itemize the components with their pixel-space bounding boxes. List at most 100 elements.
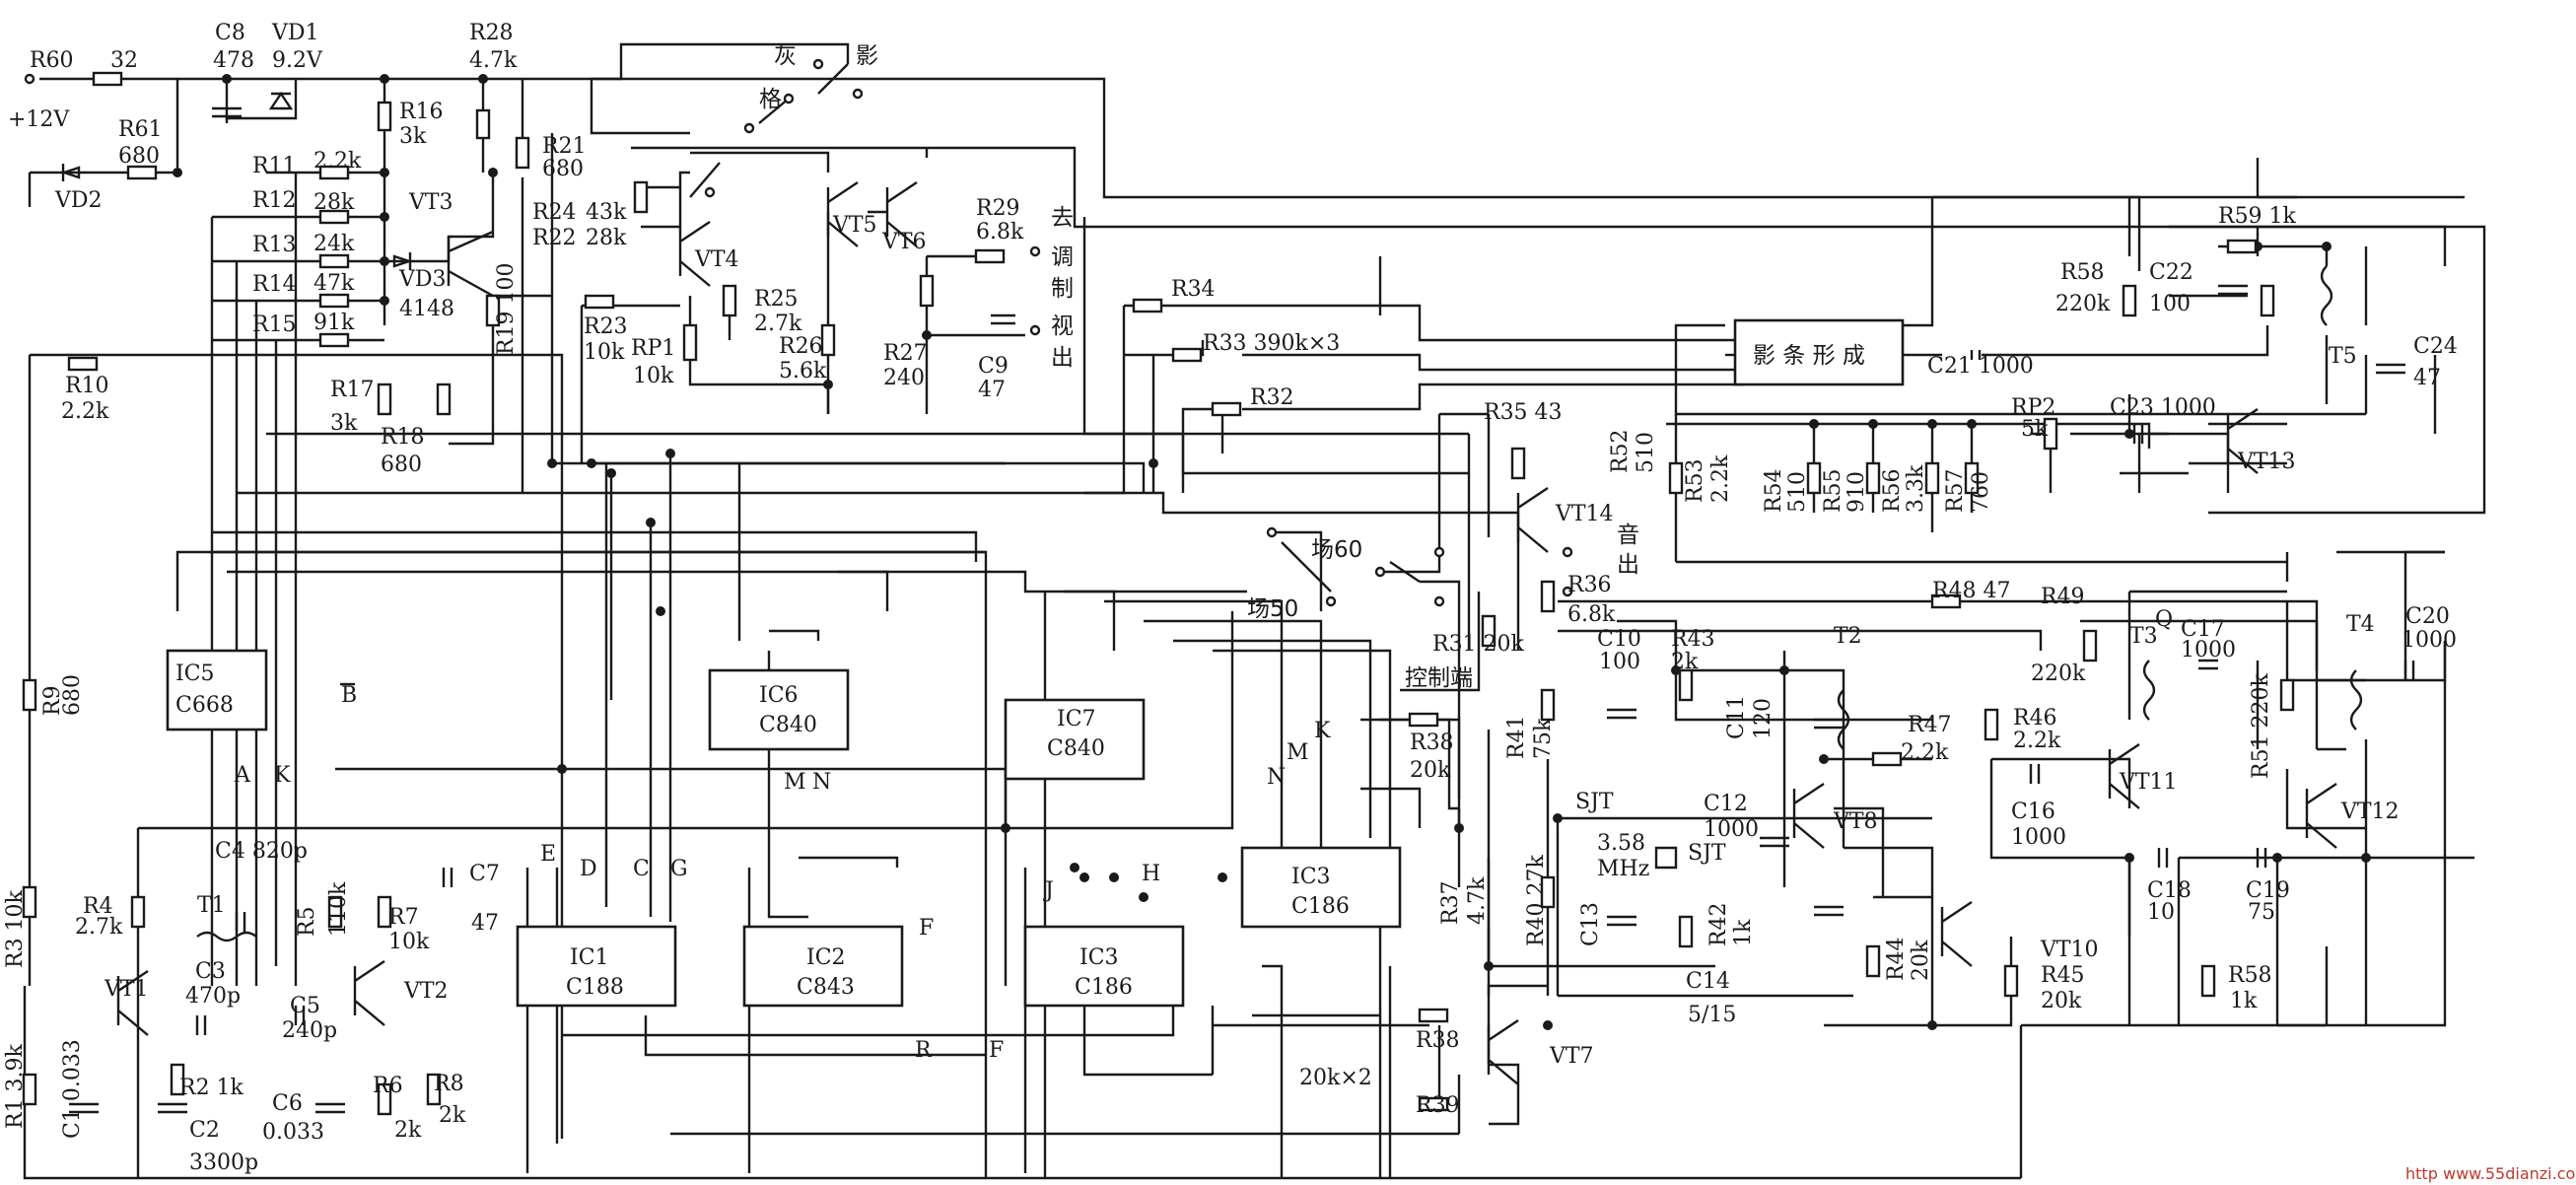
label-chang50: 场50 [1247,596,1298,622]
label-chang60: 场60 [1311,537,1362,563]
label-sjt2: SJT [1688,841,1726,866]
capacitor-c21 [1970,350,1982,360]
label-vd1: VD1 [271,21,319,45]
resistor-r21 [515,136,530,170]
label-c23: C23 1000 [2110,395,2216,420]
label-r49: R49 [2041,585,2085,609]
transformer-t2 [1837,689,1850,750]
label-r31: R31 20k [1432,632,1525,657]
label-rp1v: 10k [633,364,674,388]
label-c19v: 75 [2248,900,2275,925]
label-r43v: 2k [1671,650,1699,674]
label-ic6p: C840 [759,713,817,737]
label-r7v: 10k [388,930,430,954]
capacitor-c9 [991,314,1015,325]
label-vt4: VT4 [694,247,739,272]
zener-vd1 [268,91,294,110]
label-ic2p: C843 [797,975,855,1000]
label-vd3v: 4148 [399,297,454,321]
label-r29: R29 [976,196,1020,221]
label-r25: R25 [754,287,799,312]
ic6-block [708,668,850,751]
label-r22: R22 [532,226,577,250]
resistor-r33 [1171,347,1203,363]
label-c9v: 47 [978,378,1006,402]
label-r37: R37 [1438,880,1463,925]
label-ph: H [1142,862,1160,886]
resistor-r46 [1984,708,1999,741]
label-http: http [2405,1164,2438,1183]
label-c14v: 5/15 [1688,1003,1736,1027]
label-r42: R42 [1706,902,1731,946]
label-r24v: 43k [586,200,627,225]
resistor-r58b [2200,964,2216,998]
resistor-r13 [318,253,350,269]
label-r36: R36 [1567,573,1612,597]
label-r17v: 3k [330,411,358,436]
resistor-r11 [318,165,350,180]
label-ic5p: C668 [175,693,234,718]
label-c20v: 1000 [2402,628,2457,653]
resistor-r61 [126,165,158,180]
resistor-rp1 [682,323,698,362]
label-c1: C1 0.033 [60,1039,85,1139]
label-r38b: R38 [1410,731,1454,755]
label-c8: C8 [215,21,245,45]
capacitor-c7 [442,868,453,887]
label-r28: R28 [469,21,514,45]
resistor-r59b [2260,284,2275,317]
label-r41: R41 [1504,715,1529,759]
label-t5: T5 [2329,344,2357,369]
resistor-r17 [377,383,392,416]
label-pc: C [633,857,650,881]
label-vt3: VT3 [408,190,453,215]
label-sjt1: SJT [1575,790,1614,814]
transformer-t4 [2349,669,2363,731]
resistor-r7 [377,895,392,929]
resistor-r12 [318,209,350,225]
label-ying: 影 [856,43,878,69]
label-c19: C19 [2246,878,2290,903]
label-pk2: K [1314,719,1331,743]
capacitors [69,106,2415,1114]
label-vd1v: 9.2V [272,48,323,73]
label-ic1: IC1 [570,945,609,970]
label-r54: R54 [1762,468,1786,513]
resistor-r38b [1408,712,1439,728]
resistor-r44 [1865,944,1881,978]
resistor-r43 [1678,668,1694,702]
label-c3v: 470p [185,984,241,1009]
label-c13: C13 [1578,902,1603,946]
resistor-r41 [1540,688,1556,722]
label-ic2: IC2 [806,945,846,970]
label-c5: C5 [290,994,320,1018]
capacitor-c19 [2256,848,2267,868]
label-c7v: 47 [471,911,499,936]
transistor-vt10 [1940,901,1973,967]
label-r53v: 2.2k [1708,454,1733,503]
label-ic3a: IC3 [1079,945,1119,970]
label-x20k2: 20k×2 [1299,1066,1372,1090]
label-vt5: VT5 [832,213,877,238]
label-ic7p: C840 [1047,736,1105,761]
label-pm2: M [1287,740,1309,765]
label-c2: C2 [189,1118,220,1143]
label-c6v: 0.033 [262,1120,324,1145]
resistor-r51 [2279,678,2295,712]
label-c7: C7 [469,862,500,886]
capacitor-c10 [1607,708,1636,720]
diodes [60,91,413,270]
label-r24: R24 [532,200,577,225]
label-rp1: RP1 [631,336,675,361]
label-x358: 3.58 [1597,831,1645,856]
label-c6: C6 [272,1091,303,1116]
label-ic3bp: C186 [1291,894,1350,919]
switches [24,58,1573,607]
resistor-r49 [2082,629,2098,662]
label-r44: R44 [1884,937,1909,981]
label-r47: R47 [1908,713,1952,737]
resistor-r53 [1668,461,1684,495]
capacitor-c20 [2403,661,2415,680]
label-c16: C16 [2011,800,2055,824]
label-r13: R13 [252,233,297,257]
